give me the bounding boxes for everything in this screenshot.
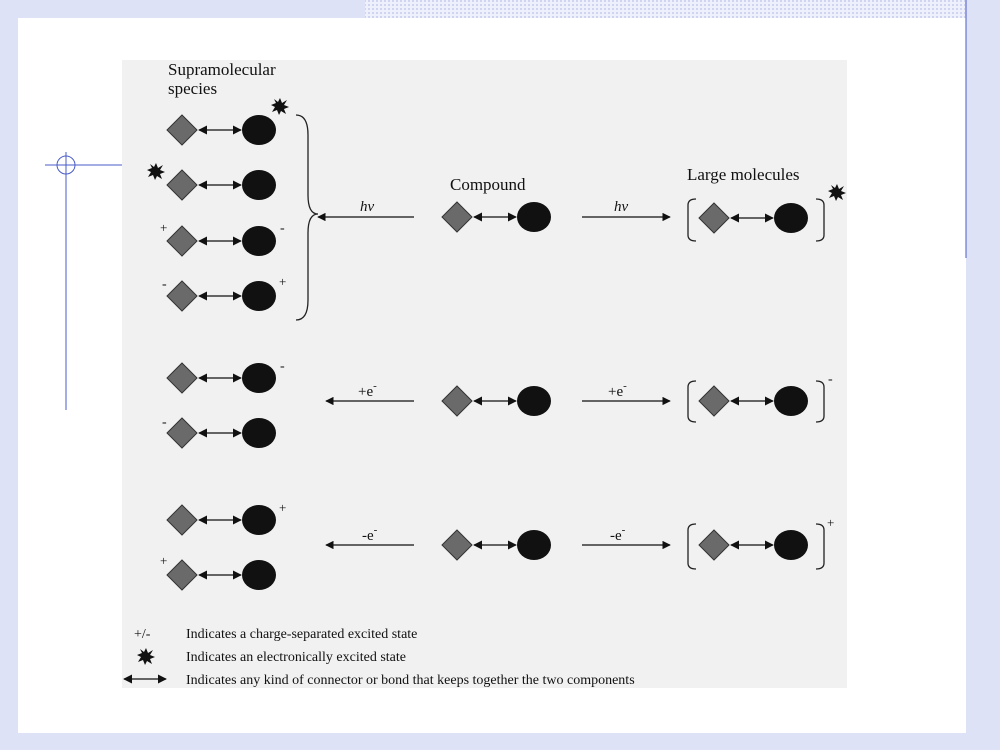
label-large-molecules: Large molecules <box>687 165 800 184</box>
legend-connector-text: Indicates any kind of connector or bond … <box>186 673 635 688</box>
compound-unit <box>442 530 551 560</box>
species-unit-reduced-1 <box>167 363 276 393</box>
charge-plus: + <box>160 553 167 568</box>
charge-plus: + <box>827 515 834 530</box>
label-compound: Compound <box>450 175 526 194</box>
legend-charge-symbol: +/- <box>134 627 151 642</box>
reaction-hv-right: hv <box>614 199 629 215</box>
species-unit-charge-sep-2 <box>167 281 276 311</box>
excited-state-icon <box>147 163 165 180</box>
legend-excited-text: Indicates an electronically excited stat… <box>186 650 406 665</box>
charge-minus: - <box>828 372 833 387</box>
curly-brace <box>295 114 319 321</box>
accent-circle <box>56 155 76 175</box>
bracket-right <box>815 523 825 570</box>
compound-unit <box>442 386 551 416</box>
bracket-left <box>687 198 697 242</box>
legend-charge-text: Indicates a charge-separated excited sta… <box>186 627 417 642</box>
compound-unit <box>442 202 551 232</box>
reaction-plus-e-left: +e- <box>358 380 377 400</box>
label-supramolecular: Supramolecular <box>168 60 276 79</box>
species-unit-excited-diamond <box>167 170 276 200</box>
charge-plus: + <box>279 274 286 289</box>
charge-minus: - <box>162 277 167 292</box>
excited-state-icon <box>828 184 846 201</box>
bracket-right <box>815 198 825 242</box>
reaction-minus-e-left: -e- <box>362 524 378 544</box>
dotted-band <box>365 0 965 18</box>
reaction-plus-e-right: +e- <box>608 380 627 400</box>
species-unit-reduced-2 <box>167 418 276 448</box>
large-molecule-unit-oxidized <box>699 530 808 560</box>
charge-minus: - <box>162 415 167 430</box>
species-unit-excited-circle <box>167 115 276 145</box>
bracket-left <box>687 523 697 570</box>
bracket-right <box>815 380 825 423</box>
species-unit-oxidized-1 <box>167 505 276 535</box>
species-unit-charge-sep-1 <box>167 226 276 256</box>
bracket-left <box>687 380 697 423</box>
reaction-hv-left: hv <box>360 199 375 215</box>
large-molecule-unit-reduced <box>699 386 808 416</box>
charge-minus: - <box>280 221 285 236</box>
charge-plus: + <box>279 500 286 515</box>
charge-minus: - <box>280 359 285 374</box>
legend-excited-icon <box>137 648 155 665</box>
species-unit-oxidized-2 <box>167 560 276 590</box>
charge-plus: + <box>160 220 167 235</box>
diagram-figure: Supramolecular species Compound Large mo… <box>122 60 847 688</box>
label-species: species <box>168 79 217 98</box>
large-molecule-unit-excited <box>699 203 808 233</box>
diagram-canvas: Supramolecular species Compound Large mo… <box>123 60 846 688</box>
reaction-minus-e-right: -e- <box>610 524 626 544</box>
excited-state-icon <box>271 98 289 115</box>
